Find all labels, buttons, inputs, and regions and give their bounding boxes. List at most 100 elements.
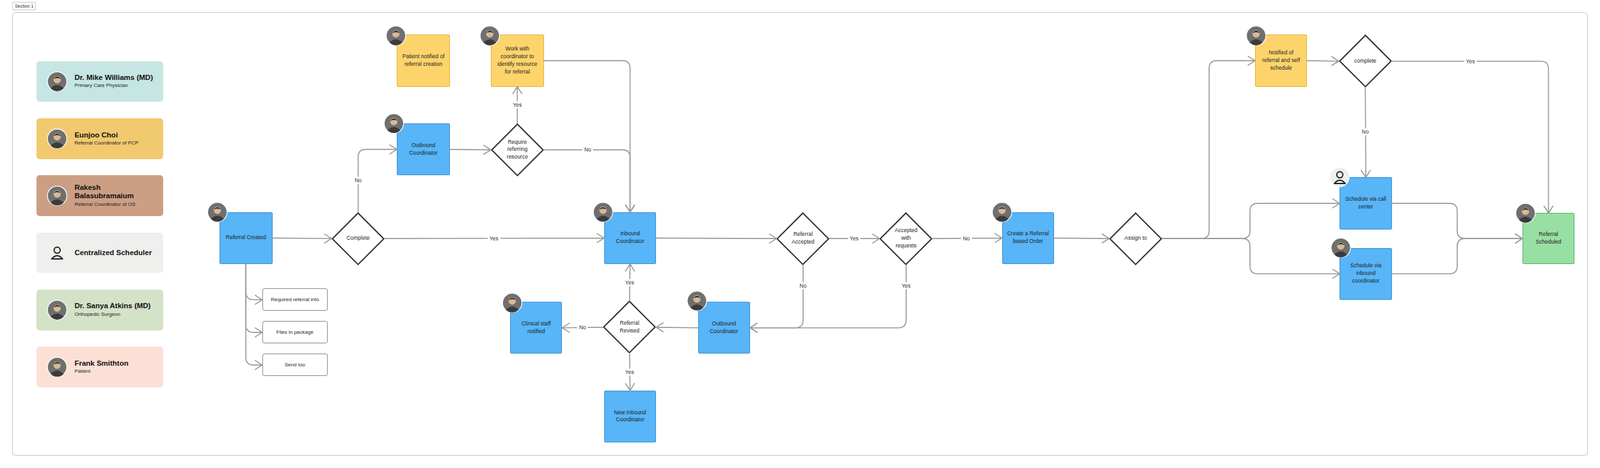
- decision-text: complete: [1350, 57, 1380, 66]
- decision-text: Referral Accepted: [788, 231, 818, 247]
- flow-connector: [358, 145, 398, 213]
- avatar: [687, 291, 707, 311]
- avatar: [47, 186, 67, 206]
- note-box: Files in package: [262, 321, 328, 344]
- avatar: [502, 293, 522, 313]
- person-role: Primary Care Physician: [74, 82, 156, 89]
- flow-connector: [245, 264, 263, 370]
- flow-connector: [562, 323, 604, 333]
- decision-text: Accepted with requests: [891, 227, 921, 251]
- diamond-shape: [332, 213, 384, 265]
- process-box: Create a Referral based Order: [1002, 212, 1055, 265]
- node-text: Create a Referral based Order: [1007, 230, 1049, 246]
- person-role: Referral Coordinator of PCP: [74, 140, 156, 147]
- flow-connector: [932, 233, 1002, 243]
- node-text: Send too: [284, 361, 306, 369]
- flow-connector: [544, 149, 635, 212]
- flow-connector: [1392, 203, 1523, 244]
- node-text: Referral Scheduled: [1527, 231, 1570, 247]
- decision-text: Referral Revised: [615, 320, 645, 336]
- avatar: [1515, 203, 1535, 223]
- person-name: Centralized Scheduler: [74, 248, 156, 258]
- node-text: Schedule via inbound coordinator: [1344, 262, 1387, 286]
- flow-connector: [829, 234, 880, 244]
- node-text: New Inbound Coordinator: [609, 409, 651, 425]
- person-role: Orthopedic Surgeon: [74, 311, 156, 319]
- note-box: Required referral info: [262, 288, 328, 312]
- notice-box: Notified of referral and self schedule: [1255, 34, 1307, 87]
- flow-connector: [272, 234, 333, 244]
- flow-connector: [245, 264, 263, 338]
- flow-connector: [750, 265, 907, 333]
- avatar: [992, 202, 1012, 223]
- decision-diamond: Assign to: [1109, 212, 1163, 266]
- avatar: [47, 357, 67, 377]
- node-text: Work with coordinator to identify resour…: [496, 45, 539, 77]
- process-box: New Inbound Coordinator: [604, 391, 656, 443]
- flow-connector: [625, 264, 635, 301]
- person-icon: [1329, 167, 1350, 187]
- flow-connector: [1054, 234, 1110, 244]
- notice-box: Work with coordinator to identify resour…: [490, 34, 544, 87]
- decision-diamond: Referral Accepted: [776, 212, 830, 266]
- node-text: Notified of referral and self schedule: [1260, 49, 1302, 73]
- flow-connector: [625, 353, 635, 391]
- node-text: Inbound Coordinator: [609, 230, 651, 246]
- flow-connector: [656, 234, 777, 244]
- section-frame: Section 1Dr. Mike Williams (MD)Primary C…: [12, 12, 1588, 457]
- process-box: Schedule via inbound coordinator: [1339, 248, 1392, 301]
- flow-connector: [1361, 87, 1371, 178]
- decision-text: Require referring resource: [502, 138, 532, 162]
- diamond-shape: [604, 302, 656, 354]
- end-box: Referral Scheduled: [1522, 213, 1575, 265]
- flow-connector: [1306, 56, 1339, 66]
- flow-connector: [750, 265, 804, 333]
- avatar: [47, 129, 67, 149]
- node-text: Outbound Coordinator: [703, 320, 745, 336]
- flow-connector: [449, 145, 491, 155]
- avatar: [47, 300, 67, 320]
- decision-text: Assign to: [1120, 234, 1151, 243]
- person-name: Frank Smithton: [74, 359, 156, 368]
- avatar: [385, 26, 406, 46]
- person-role: Patient: [74, 368, 156, 376]
- decision-diamond: Complete: [331, 212, 385, 266]
- decision-diamond: Accepted with requests: [879, 212, 933, 266]
- person-name: Dr. Mike Williams (MD): [74, 73, 156, 82]
- person-name: Dr. Sanya Atkins (MD): [74, 302, 156, 311]
- process-box: Referral Created: [219, 212, 273, 265]
- person-icon: [47, 243, 67, 263]
- flow-connector: [1162, 238, 1340, 279]
- person-name: Rakesh Balasubramaium: [74, 183, 156, 201]
- role-card: Dr. Sanya Atkins (MD)Orthopedic Surgeon: [36, 289, 164, 331]
- role-card: Eunjoo ChoiReferral Coordinator of PCP: [36, 118, 164, 160]
- diamond-shape: [880, 213, 932, 265]
- flow-connector: [544, 60, 635, 213]
- avatar: [1331, 238, 1351, 258]
- process-box: Outbound Coordinator: [396, 123, 450, 176]
- avatar: [593, 202, 613, 223]
- role-card: Dr. Mike Williams (MD)Primary Care Physi…: [36, 61, 164, 103]
- flow-connector: [1162, 199, 1340, 239]
- node-text: Referral Created: [225, 234, 267, 242]
- diamond-shape: [1109, 213, 1161, 265]
- flow-connector: [656, 323, 698, 333]
- avatar: [1246, 26, 1266, 46]
- flow-connector: [1392, 61, 1554, 214]
- node-text: Outbound Coordinator: [401, 142, 445, 158]
- person-role: Referral Coordinator of OS: [74, 201, 156, 208]
- role-card: Centralized Scheduler: [36, 232, 164, 274]
- section-title: Section 1: [12, 1, 36, 11]
- avatar: [480, 26, 500, 46]
- role-card: Rakesh BalasubramaiumReferral Coordinato…: [36, 175, 164, 217]
- node-text: Clinical staff notified: [515, 320, 557, 336]
- role-card: Frank SmithtonPatient: [36, 346, 164, 388]
- diamond-shape: [777, 213, 829, 265]
- flow-connector: [245, 264, 263, 305]
- process-box: Clinical staff notified: [510, 302, 562, 354]
- node-text: Required referral info: [270, 296, 319, 304]
- note-box: Send too: [262, 353, 328, 377]
- notice-box: Patient notified of referral creation: [396, 34, 450, 87]
- diamond-shape: [1339, 35, 1391, 87]
